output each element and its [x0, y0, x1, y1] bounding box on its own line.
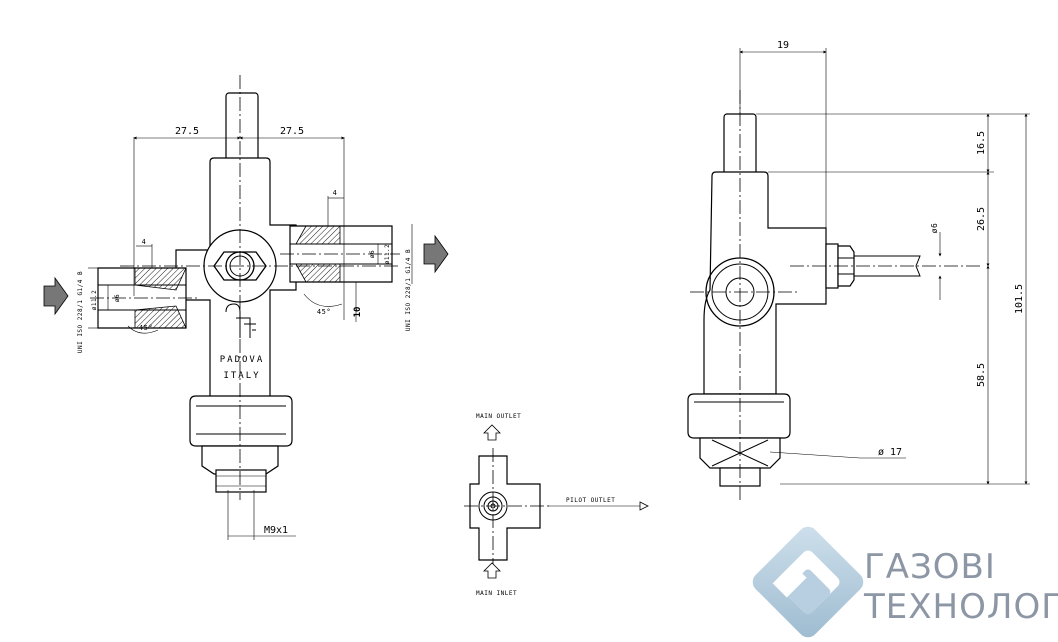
pilot-outlet-arrow-icon	[639, 501, 649, 511]
side-dim-hex: ø 17	[878, 447, 902, 458]
dim-small-right: 4	[333, 189, 338, 197]
top-pin	[225, 92, 259, 162]
dim-small-left: 4	[142, 238, 147, 246]
right-dia-outer: ø11.2	[384, 244, 391, 265]
outlet-arrow-icon	[423, 234, 449, 274]
dim-left-half: 27.5	[175, 126, 199, 137]
side-dim-width: 19	[777, 40, 789, 51]
left-dia-outer: ø11.2	[91, 290, 98, 311]
angle-arc-right	[303, 293, 343, 307]
left-dia-inner: ø6	[114, 294, 121, 302]
dim-bottom: 10	[353, 307, 363, 318]
flow-schematic: MAIN OUTLET PILOT OUTLET MAIN INLET	[464, 413, 649, 597]
thread-bottom: M9x1	[264, 525, 288, 536]
main-outlet-arrow-icon	[483, 424, 501, 441]
brand-line2: ТЕХНОЛОГІ	[863, 587, 1058, 627]
angle-arc-left	[127, 325, 159, 334]
dim-right-half: 27.5	[280, 126, 304, 137]
left-thread-label: UNI ISO 228/1 G1/4 B	[77, 271, 84, 353]
right-dia-inner: ø6	[369, 250, 376, 258]
main-outlet-label: MAIN OUTLET	[476, 413, 521, 420]
brand-mark-icon	[752, 526, 864, 638]
stamp-country: ITALY	[223, 371, 260, 381]
side-dim-h2: 26.5	[976, 207, 987, 231]
main-inlet-arrow-icon	[483, 562, 501, 579]
angle-left: 45°	[139, 324, 153, 332]
inlet-arrow-icon	[43, 276, 69, 316]
schematic-body	[469, 455, 541, 561]
side-lower-nut	[687, 393, 791, 439]
main-inlet-label: MAIN INLET	[476, 590, 517, 597]
manufacturer-logo	[225, 303, 256, 338]
left-port-hatch-bottom	[134, 305, 187, 329]
right-thread-label: UNI ISO 228/1 G1/4 B	[405, 249, 412, 331]
stamp-city: PADOVA	[220, 355, 265, 365]
lower-nut	[189, 395, 293, 447]
side-dim-h3: 58.5	[976, 363, 987, 387]
brand-line1: ГАЗОВІ	[864, 547, 996, 587]
side-view: 19 16.5 26.5 58.5 101.5 ø6 ø 17	[687, 40, 1030, 500]
front-view: PADOVA ITALY 27.5 27.5 4 4	[43, 75, 449, 540]
side-dim-h1: 16.5	[976, 131, 987, 155]
side-dim-total: 101.5	[1014, 284, 1025, 314]
pilot-pipe	[854, 255, 921, 277]
side-dim-pipe: ø6	[930, 223, 939, 234]
pilot-outlet-label: PILOT OUTLET	[566, 497, 615, 504]
side-body	[703, 171, 827, 395]
brand-logo: ГАЗОВІ ТЕХНОЛОГІ	[752, 526, 1058, 638]
bottom-thread	[215, 469, 267, 493]
angle-right: 45°	[317, 308, 331, 316]
